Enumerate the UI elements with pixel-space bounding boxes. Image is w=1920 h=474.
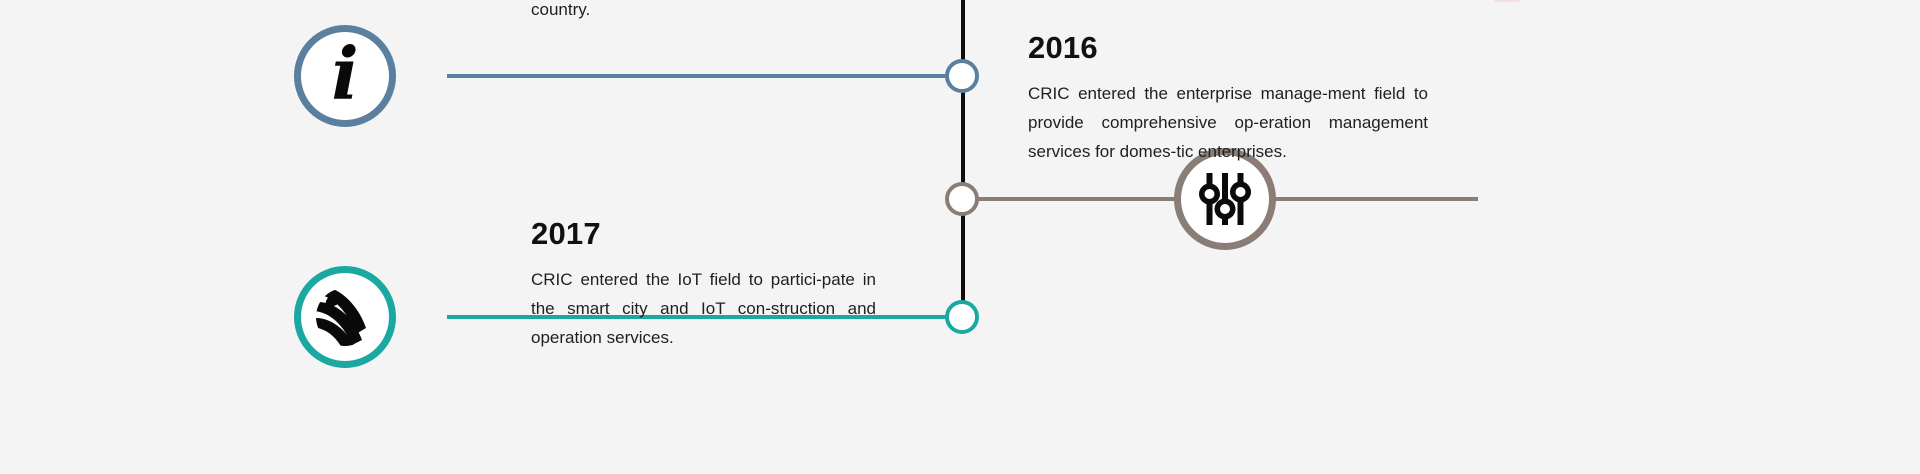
timeline-node-teal[interactable]: [945, 300, 979, 334]
entry-year: 2017: [531, 216, 601, 251]
connector-line-globe: [447, 315, 966, 319]
entry-year: 2016: [1028, 30, 1098, 65]
timeline-entry-2017: 2017 CRIC entered the IoT field to parti…: [531, 218, 876, 352]
connector-line-info: [447, 74, 966, 78]
timeline-entry-2016: 2016 CRIC entered the enterprise manage-…: [1028, 32, 1428, 166]
entry-body: CRIC entered the enterprise manage-ment …: [1028, 84, 1428, 161]
globe-network-icon-badge[interactable]: [294, 266, 396, 368]
globe-network-icon: [316, 288, 366, 346]
info-icon: i: [331, 31, 359, 116]
info-icon-badge[interactable]: i: [294, 25, 396, 127]
entry-body: tegrators and R&D teams through-out the …: [531, 0, 591, 19]
sliders-icon: [1199, 173, 1251, 225]
clipped-fragment: [1494, 0, 1520, 2]
timeline-entry-top-partial: tegrators and R&D teams through-out the …: [531, 0, 876, 24]
sliders-icon-badge[interactable]: [1174, 148, 1276, 250]
entry-body: CRIC entered the IoT field to partici-pa…: [531, 270, 876, 347]
timeline-spine: [961, 0, 965, 330]
timeline-node-blue[interactable]: [945, 59, 979, 93]
timeline-node-taupe[interactable]: [945, 182, 979, 216]
